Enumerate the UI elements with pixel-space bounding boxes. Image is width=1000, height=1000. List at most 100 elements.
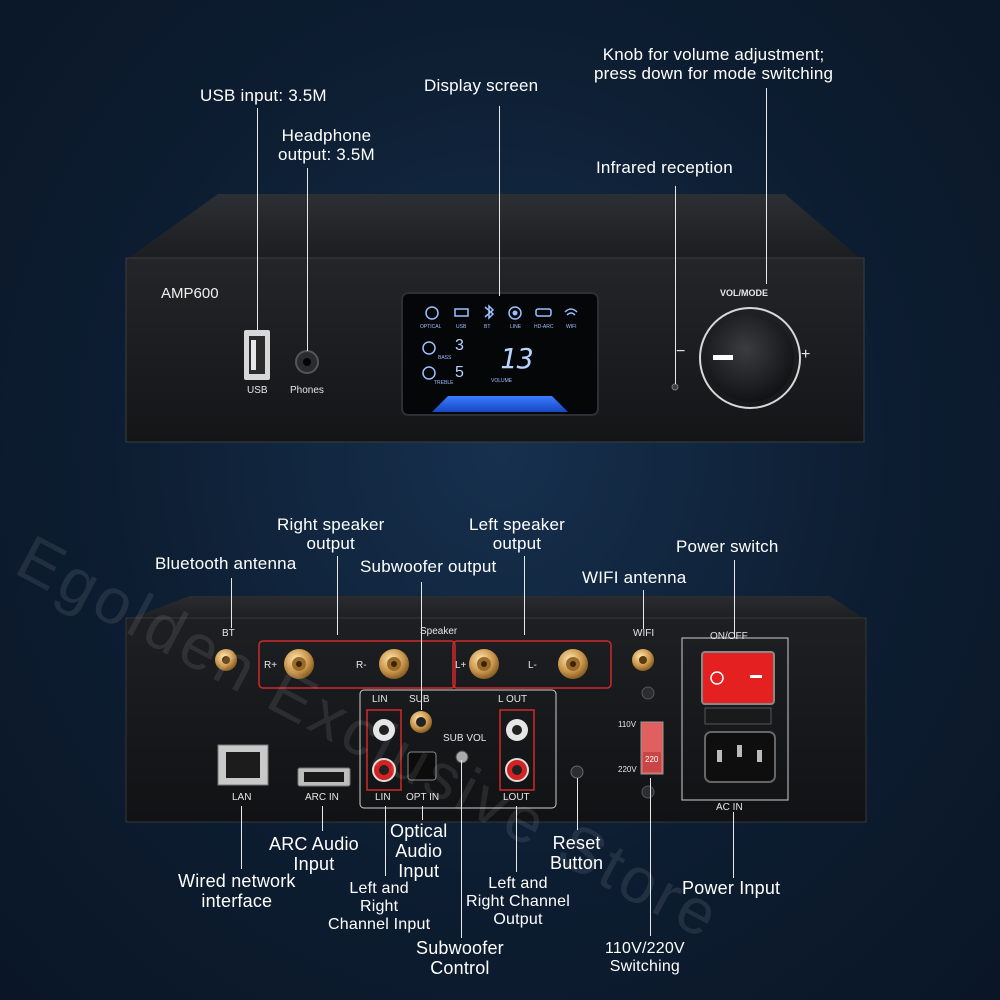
treble-icon: [422, 366, 436, 380]
callout-knob: Knob for volume adjustment;press down fo…: [594, 45, 834, 83]
lout-group-box: [499, 709, 535, 791]
callout-bluetooth: Bluetooth antenna: [155, 554, 297, 573]
display-input-line: LINE: [510, 324, 522, 330]
headphone-leader: [307, 168, 308, 351]
rca-lout-white[interactable]: [506, 719, 528, 741]
usb-icon: [454, 308, 469, 317]
display-input-wifi: WIFI: [566, 324, 577, 330]
hdmi-arc-icon: [535, 308, 552, 317]
display-bezel: [401, 292, 599, 416]
rear-sub-vol: SUB VOL: [443, 733, 487, 744]
left-speaker-box: [452, 640, 612, 689]
reset-leader: [577, 778, 578, 830]
right-speaker-box: [258, 640, 456, 689]
sub-vol-knob[interactable]: [455, 750, 469, 764]
usb-leader: [257, 108, 258, 330]
rear-l-minus: L-: [528, 660, 537, 671]
speaker-terminal-l-plus[interactable]: [469, 649, 499, 679]
rear-ac-in: AC IN: [716, 802, 743, 813]
lin-leader: [385, 806, 386, 876]
line-icon: [508, 306, 522, 320]
power-switch-leader: [734, 560, 735, 638]
rear-lout-bottom: LOUT: [503, 792, 530, 803]
arc-leader: [322, 806, 323, 831]
lout-leader: [516, 806, 517, 872]
bluetooth-icon: [484, 304, 495, 320]
front-chassis-top: [126, 194, 862, 260]
knob-leader: [766, 88, 767, 284]
rear-220v: 220V: [618, 765, 637, 774]
rear-speaker-label: Speaker: [420, 626, 458, 637]
speaker-terminal-l-minus[interactable]: [558, 649, 588, 679]
subwoofer-output-leader: [421, 582, 422, 710]
volume-knob[interactable]: [706, 314, 794, 402]
display-treble-value: 5: [455, 364, 464, 381]
bt-leader: [231, 578, 232, 628]
speaker-terminal-r-plus[interactable]: [284, 649, 314, 679]
callout-display-screen: Display screen: [424, 76, 539, 95]
wifi-leader: [643, 590, 644, 629]
rear-sub-label: SUB: [409, 694, 430, 705]
left-speaker-leader: [524, 556, 525, 635]
phones-label: Phones: [290, 385, 324, 396]
io-panel-box: [359, 689, 557, 809]
reset-button[interactable]: [570, 765, 584, 779]
callout-wifi-antenna: WIFI antenna: [582, 568, 687, 587]
callout-power-input: Power Input: [682, 878, 781, 898]
optical-icon: [425, 306, 439, 320]
rear-lin-top: LIN: [372, 694, 388, 705]
rca-lout-red[interactable]: [505, 758, 529, 782]
display-bass-value: 3: [455, 337, 464, 354]
lan-leader: [241, 806, 242, 869]
wifi-icon: [564, 308, 578, 316]
rear-lin-bottom: LIN: [375, 792, 391, 803]
rear-r-plus: R+: [264, 660, 278, 671]
power-rocker-switch[interactable]: [701, 651, 775, 705]
rear-110v: 110V: [618, 720, 637, 729]
display-volume-value: 13: [500, 342, 534, 375]
rear-bt-label: BT: [222, 628, 235, 639]
callout-subwoofer-output: Subwoofer output: [360, 557, 497, 576]
volume-plus-label: +: [801, 346, 811, 363]
volume-knob-ring: [699, 307, 801, 409]
rca-lin-white[interactable]: [373, 719, 395, 741]
rca-lin-red[interactable]: [372, 758, 396, 782]
display-volume-label: VOLUME: [491, 378, 513, 384]
display-glow-bar: [432, 396, 568, 412]
optical-in-port[interactable]: [407, 751, 437, 781]
infrared-sensor: [671, 383, 679, 391]
rear-opt-in: OPT IN: [406, 792, 440, 803]
display-leader: [499, 106, 500, 296]
optical-leader: [422, 806, 423, 820]
rear-chassis-top: [126, 596, 866, 620]
voltage-leader: [650, 778, 651, 936]
display-input-hdarc: HD-ARC: [534, 324, 554, 330]
screw-switch: [641, 785, 655, 799]
rear-panel-illustration: [125, 596, 867, 823]
rca-sub-out[interactable]: [410, 711, 432, 733]
power-input-leader: [733, 812, 734, 878]
subwoofer-control-leader: [461, 760, 462, 938]
rear-switch-value: 220: [645, 755, 659, 764]
front-panel-illustration: [125, 194, 865, 443]
lin-group-box: [366, 709, 402, 791]
display-input-row: OPTICAL USB BT LINE HD-ARC WIFI: [420, 324, 590, 334]
right-speaker-leader: [337, 556, 338, 635]
display-bass-label: BASS: [438, 355, 452, 361]
power-section-box: [681, 637, 789, 801]
display-input-bt: BT: [484, 324, 491, 330]
bass-icon: [422, 341, 436, 355]
rear-lout-top: L OUT: [498, 694, 528, 705]
display-input-optical: OPTICAL: [420, 324, 442, 330]
speaker-terminal-r-minus[interactable]: [379, 649, 409, 679]
display-input-usb: USB: [456, 324, 467, 330]
